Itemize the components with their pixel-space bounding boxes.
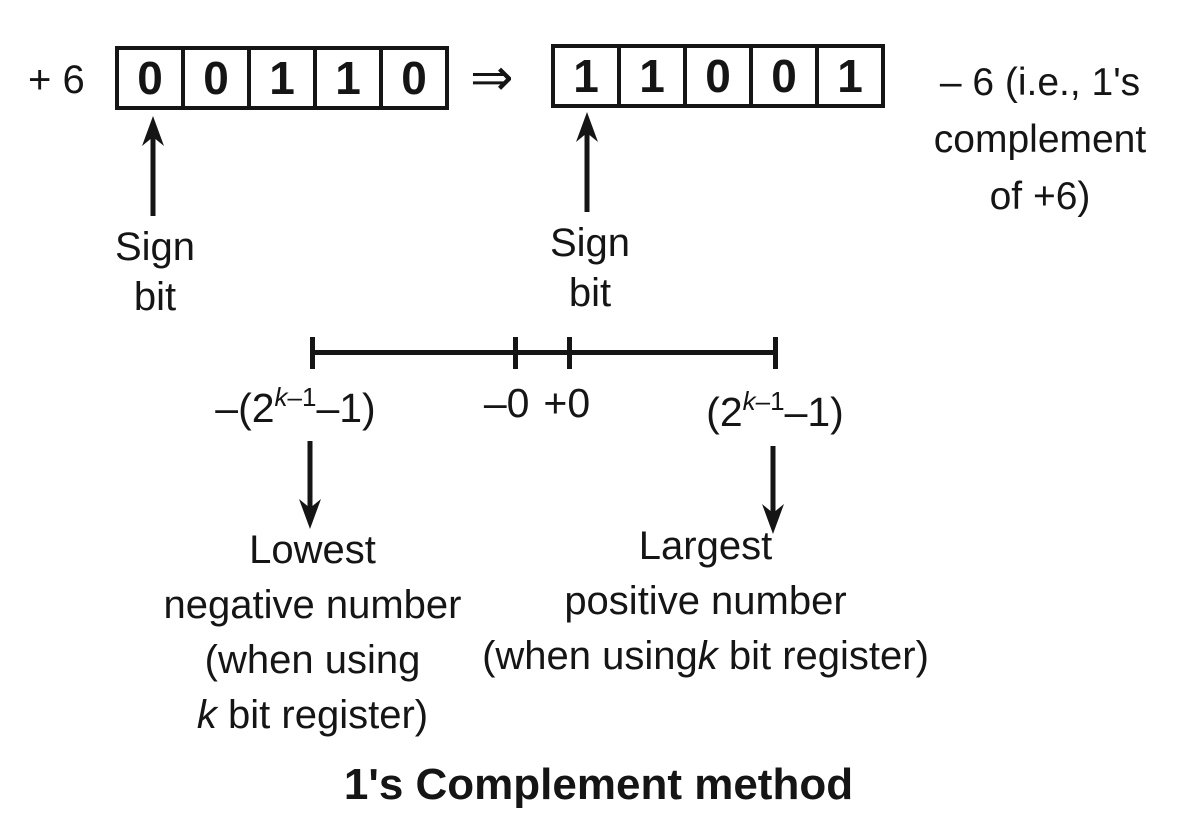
formula-exponent: k–1 [743, 386, 785, 416]
bit-cell: 0 [181, 46, 251, 110]
bit-cell: 1 [313, 46, 383, 110]
formula-k: k [742, 386, 756, 416]
formula-text: –1) [784, 389, 844, 435]
minus6-annotation-line: of +6) [989, 175, 1091, 218]
formula-text: (2 [706, 389, 743, 435]
sign-bit-label-line: Sign [549, 221, 631, 265]
k-variable: k [697, 634, 718, 678]
largest-positive-formula: (2k–1–1) [660, 386, 890, 436]
number-line [312, 350, 777, 355]
bit-cell: 1 [247, 46, 317, 110]
formula-k: k [274, 382, 288, 412]
implies-arrow-icon: ⇒ [470, 49, 514, 107]
number-line-tick [567, 337, 572, 369]
positive-zero-label: +0 [543, 380, 591, 426]
sign-bit-up-arrow-icon [576, 112, 598, 212]
negative-zero-label: –0 [483, 380, 530, 426]
note-line: positive number [564, 579, 847, 623]
bit-cell: 0 [115, 46, 185, 110]
down-arrow-icon [299, 441, 321, 529]
note-text: bit register) [717, 634, 929, 678]
note-line: Lowest [249, 528, 376, 572]
sign-bit-label-left: Sign bit [85, 222, 225, 322]
bit-cell: 1 [551, 44, 621, 108]
figure-caption: 1's Complement method [343, 760, 854, 809]
note-line: k bit register) [105, 688, 520, 743]
bit-cell: 0 [379, 46, 449, 110]
minus6-annotation: – 6 (i.e., 1's complement of +6) [890, 54, 1190, 225]
down-arrow-icon [762, 446, 784, 534]
plus6-label: + 6 [28, 58, 85, 102]
sign-bit-label-line: Sign [114, 225, 196, 269]
minus6-annotation-line: complement [933, 118, 1147, 161]
k-variable: k [196, 693, 217, 737]
bit-cell: 0 [749, 44, 819, 108]
bit-cell: 1 [815, 44, 885, 108]
note-line: (when usingk bit register) [398, 629, 1013, 684]
formula-text: –1) [316, 385, 376, 431]
zero-labels: –0 +0 [452, 380, 622, 427]
formula-text: –(2 [215, 385, 275, 431]
largest-positive-note: Largest positive number (when usingk bit… [398, 519, 1013, 684]
lowest-negative-formula: –(2k–1–1) [178, 382, 413, 432]
bit-cell: 0 [683, 44, 753, 108]
note-line: Largest [638, 524, 773, 568]
formula-text: –1 [755, 386, 785, 416]
note-line: negative number [163, 583, 462, 627]
formula-exponent: k–1 [275, 382, 317, 412]
register-minus6: 1 1 0 0 1 [551, 44, 885, 108]
note-text: bit register) [216, 693, 429, 737]
register-plus6: 0 0 1 1 0 [115, 46, 449, 110]
note-line: (when using [204, 638, 421, 682]
bit-cell: 1 [617, 44, 687, 108]
sign-bit-label-line: bit [133, 275, 177, 319]
sign-bit-label-right: Sign bit [520, 218, 660, 318]
sign-bit-label-line: bit [568, 271, 612, 315]
number-line-tick [513, 337, 518, 369]
lowest-negative-note: Lowest negative number (when using k bit… [105, 523, 520, 743]
note-text: (when using [482, 634, 698, 678]
sign-bit-up-arrow-icon [142, 116, 164, 216]
minus6-annotation-line: – 6 (i.e., 1's [939, 61, 1141, 104]
number-line-tick [773, 337, 778, 369]
formula-text: –1 [287, 382, 317, 412]
number-line-tick [310, 337, 315, 369]
